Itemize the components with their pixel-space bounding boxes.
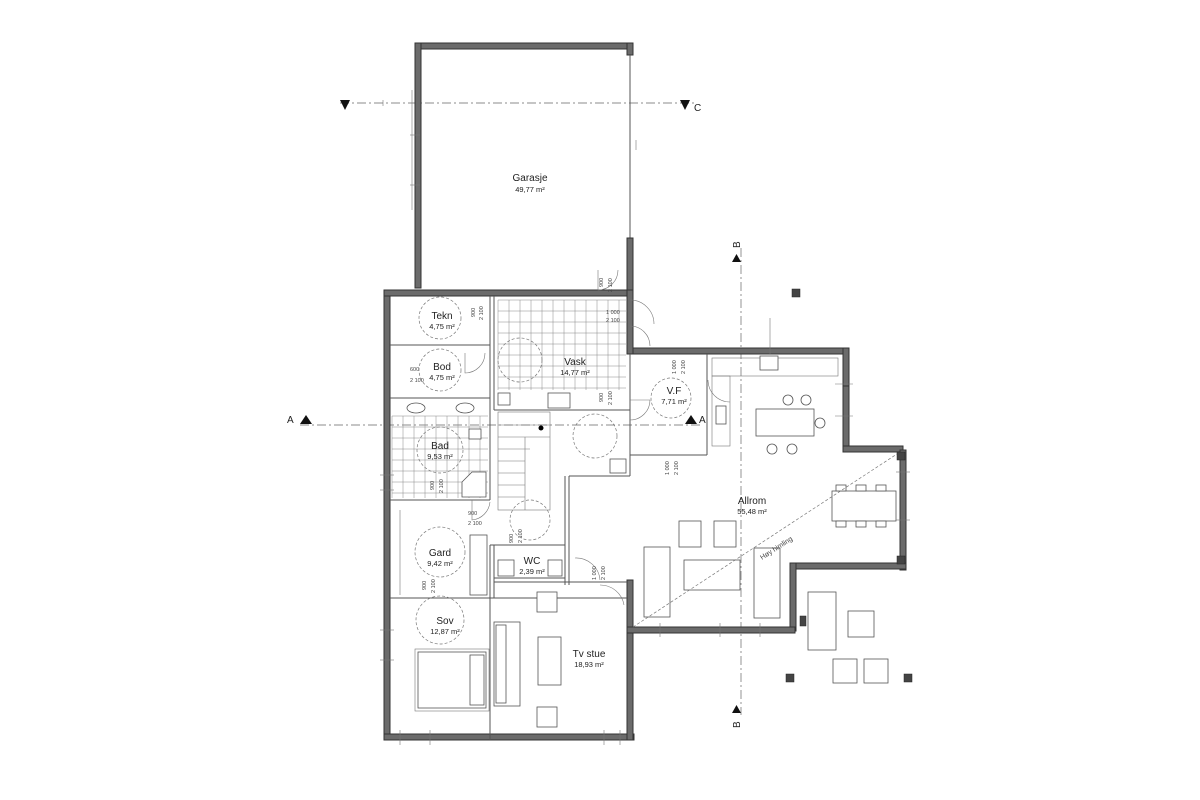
section-a-label-left: A (287, 415, 294, 426)
room-label-tvstue: Tv stue 18,93 m² (573, 649, 606, 669)
room-name: Bod (433, 362, 451, 373)
svg-text:2 100: 2 100 (601, 566, 607, 580)
svg-text:2 100: 2 100 (608, 391, 614, 405)
door-swings (464, 269, 731, 606)
svg-text:900: 900 (599, 393, 605, 402)
svg-text:2 100: 2 100 (608, 278, 614, 292)
room-label-gard: Gard 9,42 m² (427, 548, 453, 568)
room-label-wc: WC 2,39 m² (519, 556, 545, 576)
room-label-garasje: Garasje 49,77 m² (512, 173, 547, 194)
svg-text:1 000: 1 000 (672, 360, 678, 374)
svg-text:1 000: 1 000 (665, 461, 671, 475)
room-area: 18,93 m² (574, 660, 604, 669)
interior-walls (390, 296, 708, 740)
room-area: 9,42 m² (427, 559, 453, 568)
room-name: Garasje (512, 173, 547, 184)
room-area: 7,71 m² (661, 397, 687, 406)
section-b-marker: B B (732, 241, 743, 728)
room-name: Tv stue (573, 649, 606, 660)
svg-text:900: 900 (509, 534, 515, 543)
garage-walls (410, 42, 637, 294)
room-name: V.F (667, 386, 682, 397)
room-area: 14,77 m² (560, 368, 590, 377)
room-name: Bad (431, 441, 449, 452)
svg-text:2 100: 2 100 (681, 360, 687, 374)
svg-text:900: 900 (599, 278, 605, 287)
room-area: 4,75 m² (429, 322, 455, 331)
svg-text:2 100: 2 100 (410, 378, 424, 384)
svg-text:2 100: 2 100 (674, 461, 680, 475)
room-label-tekn: Tekn 4,75 m² (429, 311, 455, 331)
svg-text:1 000: 1 000 (606, 310, 620, 316)
room-name: Sov (436, 616, 453, 627)
room-area: 4,75 m² (429, 373, 455, 382)
room-label-bad: Bad 9,53 m² (427, 441, 453, 461)
room-label-vf: V.F 7,71 m² (661, 386, 687, 406)
room-area: 12,87 m² (430, 627, 460, 636)
room-area: 9,53 m² (427, 452, 453, 461)
svg-text:2 100: 2 100 (479, 306, 485, 320)
columns (785, 288, 913, 683)
window-marks (380, 318, 910, 745)
svg-text:900: 900 (471, 308, 477, 317)
svg-text:600: 600 (410, 367, 419, 373)
svg-text:2 100: 2 100 (606, 318, 620, 324)
svg-text:2 100: 2 100 (431, 579, 437, 593)
section-a-label-right: A (699, 415, 706, 426)
room-area: 2,39 m² (519, 567, 545, 576)
svg-text:900: 900 (430, 481, 436, 490)
svg-text:2 100: 2 100 (518, 529, 524, 543)
room-name: WC (524, 556, 541, 567)
section-c-label: C (694, 103, 701, 114)
room-label-bod: Bod 4,75 m² (429, 362, 455, 382)
room-label-vask: Vask 14,77 m² (560, 357, 590, 377)
section-b-label-top: B (732, 241, 743, 248)
section-c-marker: C (340, 100, 701, 114)
tile-pattern-vask (497, 299, 626, 390)
room-name: Tekn (431, 311, 452, 322)
svg-text:1 000: 1 000 (592, 566, 598, 580)
door-dimensions: 900 2 100 900 2 100 1 000 2 100 600 2 10… (410, 278, 687, 593)
room-area: 55,48 m² (737, 507, 767, 516)
svg-text:900: 900 (468, 511, 477, 517)
svg-text:2 100: 2 100 (468, 521, 482, 527)
room-label-sov: Sov 12,87 m² (430, 616, 460, 636)
section-b-label-bottom: B (732, 721, 743, 728)
room-area: 49,77 m² (515, 185, 545, 194)
room-name: Vask (564, 357, 586, 368)
exterior-walls (383, 289, 907, 741)
staircase (497, 411, 551, 511)
room-label-allrom: Allrom 55,48 m² (737, 496, 767, 516)
turning-circles (414, 296, 901, 645)
section-a-marker: A A (287, 415, 706, 426)
room-name: Allrom (738, 496, 766, 507)
room-name: Gard (429, 548, 451, 559)
svg-text:900: 900 (422, 581, 428, 590)
svg-text:2 100: 2 100 (439, 479, 445, 493)
furniture (399, 355, 897, 728)
